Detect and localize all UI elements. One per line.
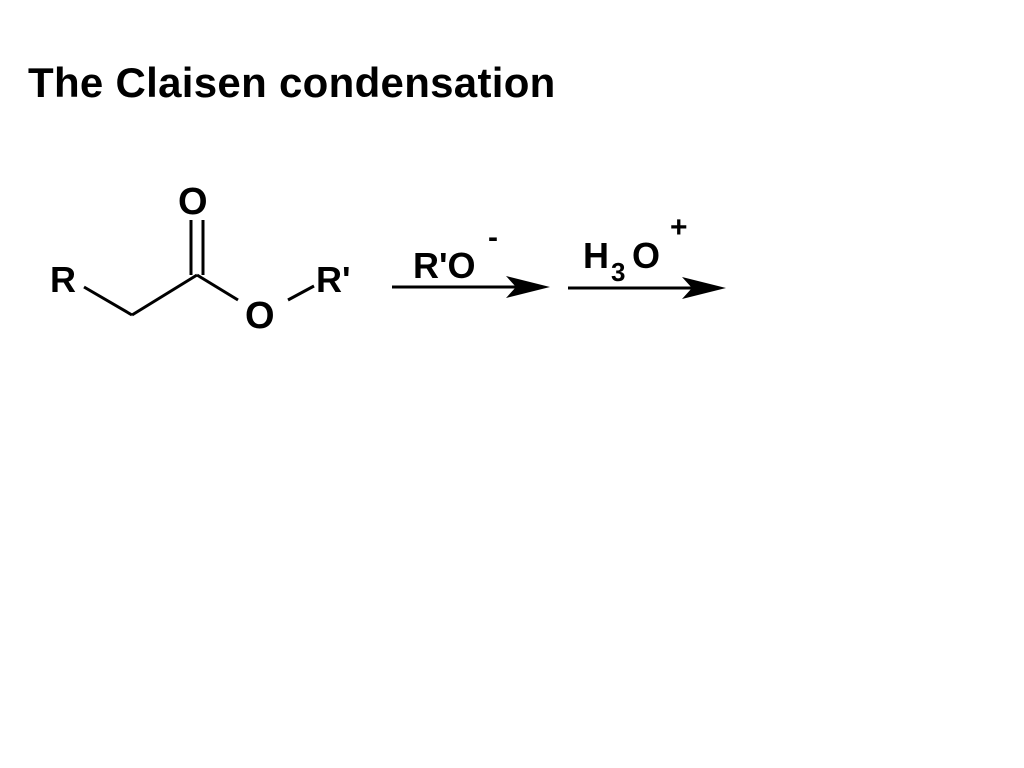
- carbonyl-oxygen-label: O: [178, 181, 208, 223]
- step1-arrow: [392, 276, 550, 298]
- ester-oxygen-label: O: [245, 295, 275, 337]
- bond-r-ch2: [83, 285, 133, 317]
- step1-reagent: R'O -: [413, 221, 498, 286]
- step2-arrow-head: [682, 277, 726, 299]
- bond-ch2-carbonyl: [131, 273, 198, 317]
- step2-reagent: H 3 O +: [583, 211, 688, 287]
- step2-arrow: [568, 277, 726, 299]
- hydronium-charge: +: [670, 211, 688, 244]
- bond-carbonyl-ester-oxygen: [196, 273, 239, 302]
- r-prime-group-label: R': [316, 259, 351, 300]
- ester-molecule: R O O R': [50, 181, 351, 337]
- bond-oxygen-r-prime: [287, 284, 315, 302]
- alkoxide-label: R'O: [413, 245, 476, 286]
- slide-title: The Claisen condensation: [28, 59, 556, 106]
- r-group-label: R: [50, 259, 76, 300]
- hydronium-h-label: H: [583, 235, 609, 276]
- step1-arrow-head: [506, 276, 550, 298]
- alkoxide-charge: -: [488, 221, 498, 254]
- hydronium-o-label: O: [632, 235, 660, 276]
- hydronium-subscript: 3: [611, 257, 625, 287]
